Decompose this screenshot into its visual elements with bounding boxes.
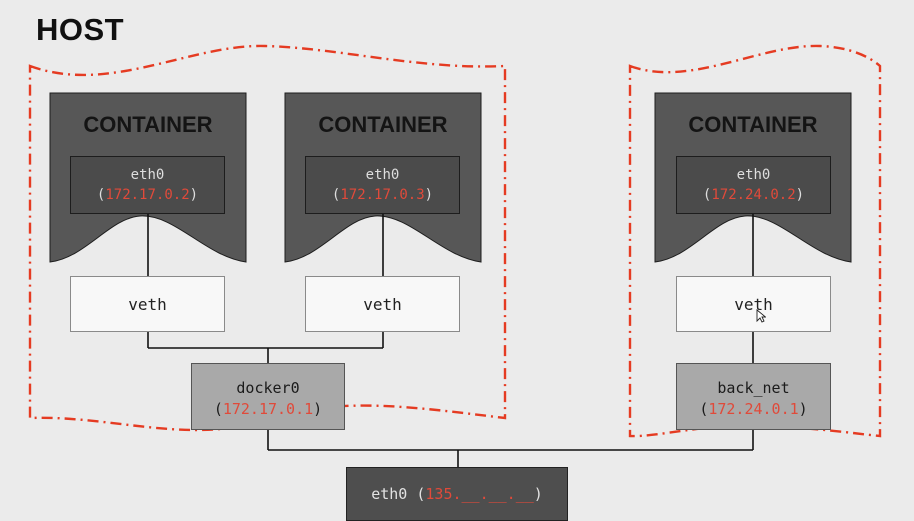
- container-title-2: CONTAINER: [318, 112, 448, 137]
- host-eth0[interactable]: eth0 (135.__.__.__): [346, 467, 568, 521]
- network-boundary-left: [28, 44, 507, 432]
- veth-box-2[interactable]: veth: [305, 276, 460, 332]
- host-iface-ip: 135.__.__.__: [425, 485, 534, 503]
- iface-ip: 172.17.0.3: [340, 187, 425, 203]
- iface-ip-line: (172.17.0.2): [96, 187, 199, 203]
- container-title-3: CONTAINER: [688, 112, 818, 137]
- container-title-1: CONTAINER: [83, 112, 213, 137]
- iface-ip-line: (172.17.0.3): [331, 187, 434, 203]
- bridge-docker0[interactable]: docker0 (172.17.0.1): [191, 363, 345, 430]
- bridge-name: docker0: [236, 379, 300, 397]
- bridge-ip: 172.24.0.1: [708, 400, 799, 418]
- iface-ip-line: (172.24.0.2): [702, 187, 805, 203]
- iface-ip: 172.24.0.2: [711, 187, 796, 203]
- bridge-ip: 172.17.0.1: [222, 400, 314, 418]
- iface-name: eth0: [736, 167, 771, 183]
- bridge-name: back_net: [717, 379, 790, 397]
- iface-name: eth0: [130, 167, 165, 183]
- host-title: HOST: [36, 12, 125, 47]
- connector-lines: [147, 214, 754, 467]
- veth-box-3[interactable]: veth: [676, 276, 831, 332]
- mouse-cursor-icon: [756, 309, 766, 323]
- veth-box-1[interactable]: veth: [70, 276, 225, 332]
- iface-name: eth0: [365, 167, 400, 183]
- host-iface-name: eth0: [371, 485, 408, 503]
- bridge-ip-line: (172.24.0.1): [699, 400, 808, 418]
- bridge-back-net[interactable]: back_net (172.24.0.1): [676, 363, 831, 430]
- container-eth0-2[interactable]: eth0 (172.17.0.3): [305, 156, 460, 214]
- bridge-ip-line: (172.17.0.1): [213, 400, 323, 418]
- container-eth0-1[interactable]: eth0 (172.17.0.2): [70, 156, 225, 214]
- iface-ip: 172.17.0.2: [105, 187, 190, 203]
- container-eth0-3[interactable]: eth0 (172.24.0.2): [676, 156, 831, 214]
